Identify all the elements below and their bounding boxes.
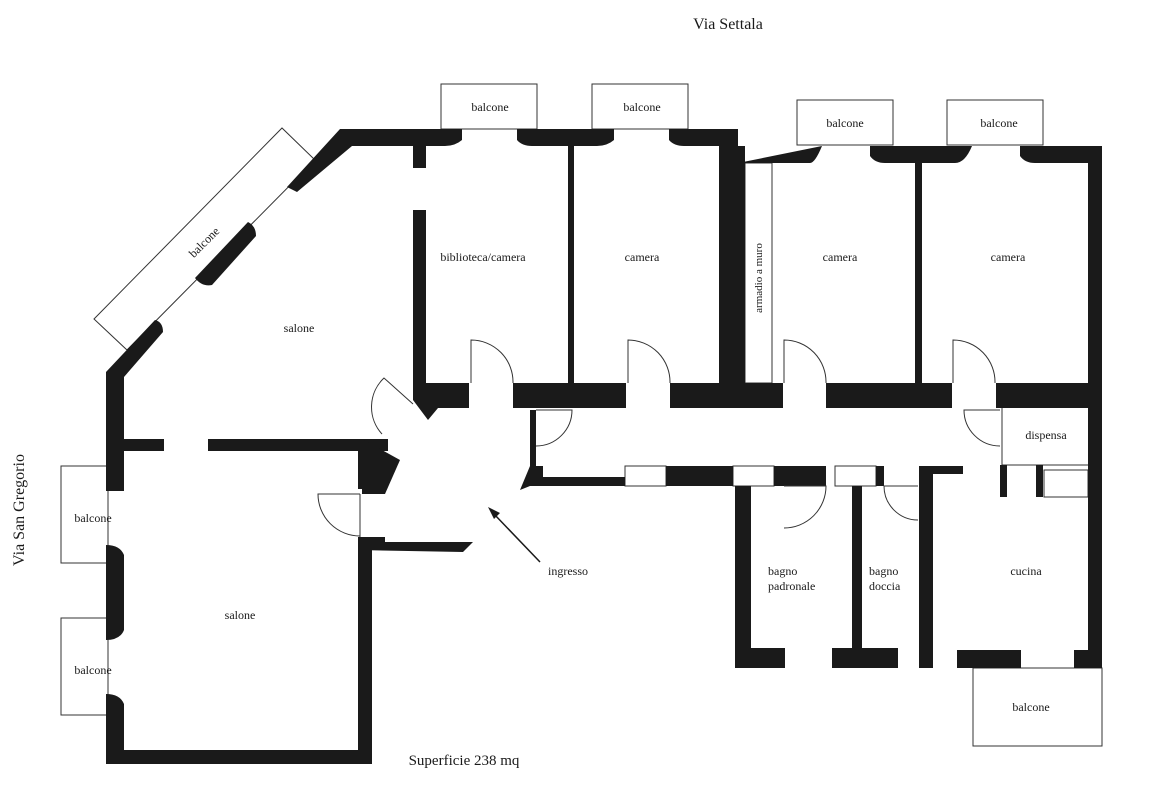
entrance-arrow [488, 507, 541, 563]
room-bagno-padronale-line2: padronale [768, 579, 815, 593]
window-hall-3 [834, 465, 877, 487]
wall-corridor-south-2 [666, 466, 733, 486]
room-cucina: cucina [1010, 564, 1042, 578]
wall-corridor-south-1 [520, 466, 625, 490]
balcony-1-label: balcone [471, 100, 508, 114]
wall-north-3 [669, 129, 822, 163]
wall-salone-east [358, 537, 372, 764]
wall-bagno-south-2 [832, 648, 898, 668]
wall-salone-divider [208, 439, 388, 451]
window-hall-2 [732, 465, 775, 487]
door-ingresso-salone [371, 377, 414, 435]
wall-corridor-north-1 [513, 383, 626, 408]
wall-stub-west [124, 439, 164, 451]
wall-bagno-west [735, 486, 751, 668]
wall-east [1088, 146, 1102, 668]
window-hall-1 [624, 465, 667, 487]
balcony-west-top-label: balcone [74, 511, 111, 525]
balcony-outlines [60, 83, 1103, 747]
balcony-kitchen-label: balcone [1012, 700, 1049, 714]
door-salone [317, 493, 361, 537]
wall-corridor-north-3 [826, 383, 952, 408]
doors [317, 339, 1001, 537]
wall-corridor-north-2 [670, 383, 783, 408]
wall-corridor-south-4 [876, 466, 884, 486]
balcony-2-outline [591, 83, 689, 130]
door-bagno-doccia [883, 485, 919, 521]
wall-corridor-south-3 [774, 466, 826, 486]
wall-room-divider-2 [915, 163, 922, 383]
door-dispensa [963, 409, 1001, 447]
wall-cucina-south-east [1074, 650, 1102, 668]
wall-diagonal-mid [195, 222, 256, 286]
door-camera-1 [627, 339, 671, 384]
wall-cucina-west [919, 466, 933, 668]
room-bagno-doccia-line1: bagno [869, 564, 898, 578]
room-salone-bottom: salone [225, 608, 256, 622]
room-camera-2: camera [823, 250, 858, 264]
room-dispensa: dispensa [1025, 428, 1067, 442]
wall-ingresso-corner [362, 439, 400, 494]
balcony-kitchen-outline [972, 667, 1103, 747]
balcony-west-bottom-label: balcone [74, 663, 111, 677]
room-camera-1: camera [625, 250, 660, 264]
door-camera-2 [783, 339, 827, 384]
wall-cucina-stub-1 [1000, 465, 1007, 497]
wall-corridor-south-5 [919, 466, 963, 474]
wall-stub-1 [413, 146, 426, 168]
street-west-label: Via San Gregorio [11, 454, 28, 566]
wall-north-west [287, 129, 462, 192]
arrow-head [488, 507, 500, 519]
walls [106, 129, 1102, 764]
wall-north-2 [517, 129, 614, 146]
wall-north-4 [870, 146, 972, 163]
arrow-line [493, 513, 541, 563]
balcony-diagonal-label: balcone [186, 224, 222, 260]
room-ingresso: ingresso [548, 564, 588, 578]
street-north-label: Via Settala [693, 16, 763, 33]
wall-room-divider-1 [568, 146, 574, 383]
balcony-3-label: balcone [826, 116, 863, 130]
wall-west-2 [106, 545, 124, 640]
cucina-closet-outline [1043, 469, 1089, 498]
balcony-west-bottom-outline [60, 617, 109, 716]
wall-north-5 [1020, 146, 1102, 163]
wall-cucina-stub-2 [1036, 465, 1043, 497]
wall-diagonal-low [106, 320, 163, 388]
room-bagno-doccia-line2: doccia [869, 579, 901, 593]
door-bagno-padronale [783, 485, 827, 529]
wall-biblioteca-west [413, 210, 469, 420]
wall-ingresso-south [358, 537, 473, 552]
surface-label: Superficie 238 mq [409, 753, 520, 769]
room-salone-top: salone [284, 321, 315, 335]
room-camera-3: camera [991, 250, 1026, 264]
room-armadio: armadio a muro [753, 243, 765, 313]
balcony-west-top-outline [60, 465, 109, 564]
wall-cucina-south [957, 650, 1021, 668]
door-camera-3 [952, 339, 996, 384]
door-corridor [535, 409, 573, 447]
balcony-4-outline [946, 99, 1044, 146]
balcony-3-outline [796, 99, 894, 146]
wall-armadio [719, 146, 745, 383]
room-biblioteca: biblioteca/camera [440, 250, 526, 264]
balcony-4-label: balcone [980, 116, 1017, 130]
wall-corridor-north-4 [996, 383, 1102, 408]
wall-bagno-south-1 [735, 648, 785, 668]
wall-bagno-divider [852, 486, 862, 648]
door-biblioteca [470, 339, 514, 384]
wall-south-west [106, 694, 358, 764]
wall-west-1 [106, 388, 124, 491]
balcony-2-label: balcone [623, 100, 660, 114]
wall-corridor-stub [530, 410, 536, 466]
room-bagno-padronale-line1: bagno [768, 564, 797, 578]
balcony-1-outline [440, 83, 538, 130]
